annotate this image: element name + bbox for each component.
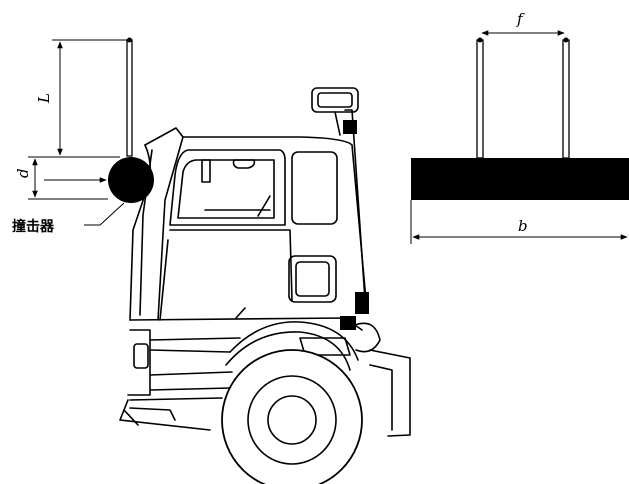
stack-clamp-top	[343, 120, 357, 134]
pivot-point	[127, 37, 132, 43]
dimension-d: d	[14, 156, 108, 200]
dimension-f: f	[481, 10, 565, 36]
exterior-mirror	[311, 87, 359, 113]
cab-roof	[144, 127, 367, 301]
dimension-b: b	[410, 200, 628, 244]
door-window	[169, 149, 286, 226]
impactor-callout: 撞击器	[12, 202, 125, 235]
stack-clamp-bottom	[355, 292, 369, 314]
label-b: b	[518, 217, 528, 235]
label-f: f	[516, 10, 525, 28]
label-d: d	[14, 168, 32, 178]
support-rod-right	[562, 39, 570, 159]
headlamp	[133, 343, 149, 369]
impactor-label: 撞击器	[12, 218, 55, 235]
pendulum-assembly	[108, 37, 154, 203]
pendulum-rod	[126, 39, 133, 157]
support-rod-left	[476, 39, 484, 159]
rear-window	[291, 151, 338, 225]
rear-chassis	[369, 349, 411, 437]
beam-top-view	[411, 37, 629, 200]
truck-cab	[127, 87, 411, 437]
dimension-L: L	[35, 39, 127, 158]
impact-beam	[411, 158, 629, 200]
front-wheel	[221, 349, 363, 484]
side-vent	[288, 255, 337, 303]
impactor-ball	[108, 157, 154, 203]
label-L: L	[35, 93, 53, 104]
cab-front-inner	[139, 149, 153, 316]
